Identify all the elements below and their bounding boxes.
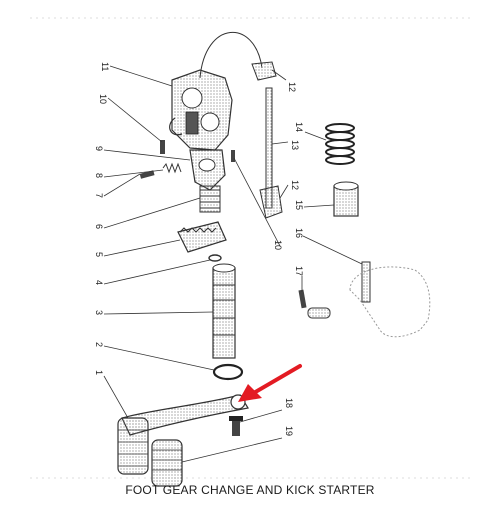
label-18: 18 bbox=[284, 398, 294, 408]
pin-10a bbox=[160, 140, 165, 154]
kick-shaft bbox=[212, 263, 236, 359]
label-5: 5 bbox=[94, 252, 104, 257]
bolt-18 bbox=[229, 416, 243, 436]
fork-12-lower bbox=[259, 185, 283, 219]
circlip-ring bbox=[212, 363, 244, 381]
label-10b: 10 bbox=[273, 240, 283, 250]
label-10a: 10 bbox=[98, 94, 108, 104]
label-17: 17 bbox=[294, 266, 304, 276]
label-3: 3 bbox=[94, 310, 104, 315]
plunger bbox=[139, 170, 155, 179]
outer-cover bbox=[349, 266, 431, 338]
pin-16 bbox=[361, 261, 371, 303]
coil-spring-6 bbox=[199, 185, 221, 213]
label-12a: 12 bbox=[287, 82, 297, 92]
gear-housing bbox=[169, 69, 233, 151]
kick-lever bbox=[117, 394, 249, 475]
leader-lines bbox=[103, 65, 363, 463]
label-8: 8 bbox=[94, 173, 104, 178]
bushing-17 bbox=[307, 307, 331, 319]
label-6: 6 bbox=[94, 224, 104, 229]
label-14: 14 bbox=[294, 122, 304, 132]
label-1: 1 bbox=[94, 370, 104, 375]
pin-10b bbox=[231, 150, 235, 162]
ratchet-gear bbox=[177, 221, 227, 253]
rubber-grip bbox=[151, 439, 183, 487]
pin-17 bbox=[298, 289, 307, 309]
label-12b: 12 bbox=[290, 180, 300, 190]
label-4: 4 bbox=[94, 280, 104, 285]
label-13: 13 bbox=[290, 140, 300, 150]
label-15: 15 bbox=[294, 200, 304, 210]
label-2: 2 bbox=[94, 342, 104, 347]
washer-4 bbox=[208, 254, 222, 262]
selector-cam bbox=[189, 149, 226, 191]
small-spring bbox=[162, 162, 182, 174]
label-7: 7 bbox=[94, 193, 104, 198]
label-16: 16 bbox=[294, 228, 304, 238]
part-labels: 11 10 9 8 7 6 5 4 3 2 1 12 13 12 10 14 1… bbox=[94, 62, 304, 436]
diagram-caption: FOOT GEAR CHANGE AND KICK STARTER bbox=[125, 483, 375, 497]
label-19: 19 bbox=[284, 426, 294, 436]
red-arrow-indicator bbox=[238, 364, 302, 402]
spring-14 bbox=[325, 123, 355, 165]
label-9: 9 bbox=[94, 146, 104, 151]
sleeve-15 bbox=[333, 181, 359, 217]
label-11: 11 bbox=[100, 62, 110, 71]
wire-arc bbox=[199, 31, 263, 79]
fork-12-top bbox=[251, 61, 277, 81]
